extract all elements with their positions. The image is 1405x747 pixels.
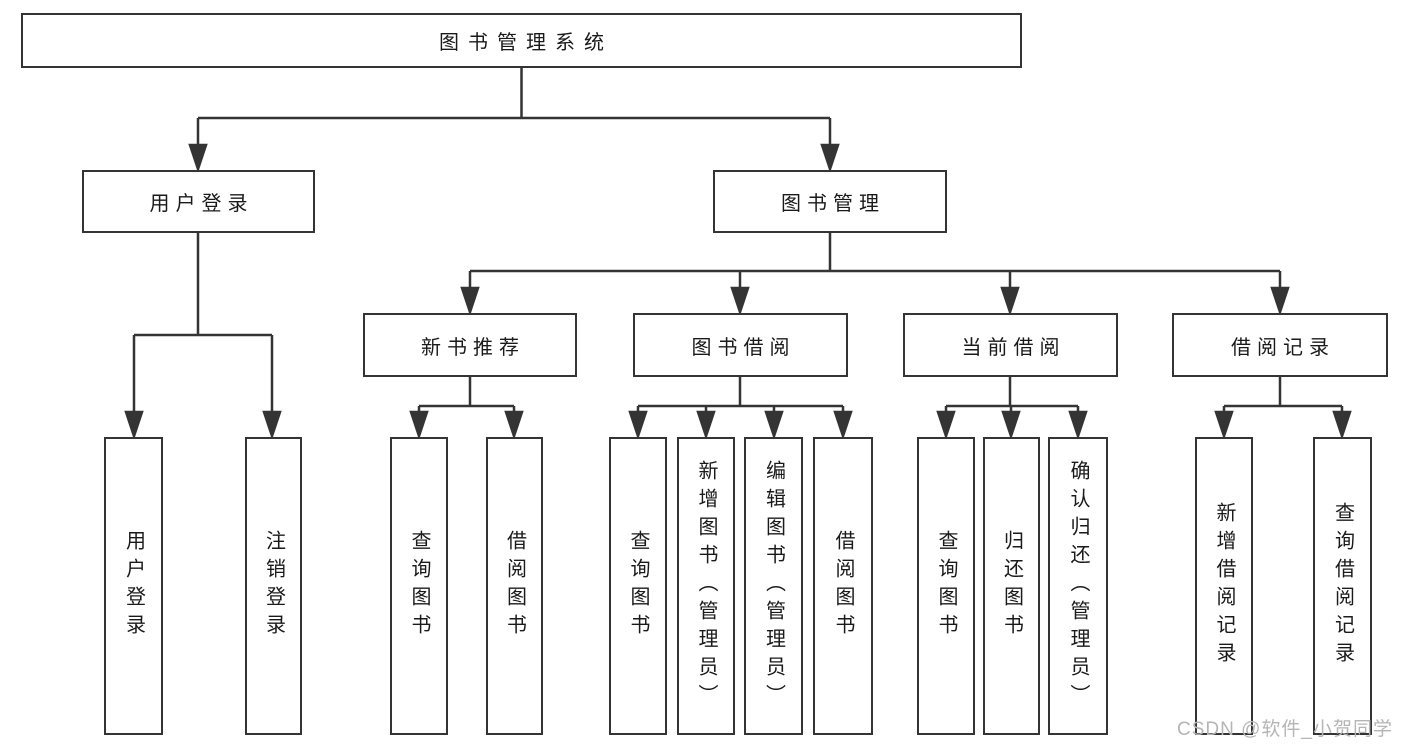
node-book-management-label: 图书管理 bbox=[781, 193, 885, 215]
leaf-return-books-label: 归还图书 bbox=[1000, 530, 1023, 642]
leaf-user-login: 用户登录 bbox=[104, 437, 163, 735]
node-borrow-records-label: 借阅记录 bbox=[1231, 336, 1335, 359]
leaf-borrow-query-books: 查询图书 bbox=[609, 437, 667, 735]
leaf-recommend-borrow-books-label: 借阅图书 bbox=[503, 530, 526, 642]
csdn-watermark: CSDN @软件_小贺同学 bbox=[1177, 719, 1393, 740]
leaf-logout: 注销登录 bbox=[245, 437, 302, 735]
connector-login-to-leaves bbox=[124, 233, 282, 440]
node-current-borrow: 当前借阅 bbox=[903, 313, 1118, 377]
node-book-management: 图书管理 bbox=[713, 170, 947, 233]
leaf-edit-books-admin-label: 编辑图书（管理员） bbox=[762, 460, 785, 712]
node-root-label: 图书管理系统 bbox=[439, 32, 613, 54]
leaf-user-login-label: 用户登录 bbox=[122, 530, 145, 642]
leaf-borrow-books-label: 借阅图书 bbox=[832, 530, 854, 642]
connector-management-to-level3 bbox=[460, 233, 1290, 316]
leaf-current-query-books: 查询图书 bbox=[917, 437, 975, 735]
leaf-recommend-query-books: 查询图书 bbox=[390, 437, 448, 735]
leaf-edit-books-admin: 编辑图书（管理员） bbox=[744, 437, 803, 735]
leaf-return-books: 归还图书 bbox=[983, 437, 1040, 735]
leaf-borrow-query-books-label: 查询图书 bbox=[627, 530, 649, 642]
connector-recommend-to-leaves bbox=[409, 377, 524, 440]
connector-root-to-level2 bbox=[188, 68, 840, 173]
leaf-borrow-books: 借阅图书 bbox=[813, 437, 873, 735]
leaf-recommend-borrow-books: 借阅图书 bbox=[486, 437, 543, 735]
leaf-query-borrow-record: 查询借阅记录 bbox=[1313, 437, 1372, 735]
node-user-login: 用户登录 bbox=[82, 170, 315, 233]
node-new-book-recommend: 新书推荐 bbox=[363, 313, 577, 377]
node-book-borrow-label: 图书借阅 bbox=[691, 336, 796, 359]
node-borrow-records: 借阅记录 bbox=[1172, 313, 1388, 377]
leaf-current-query-books-label: 查询图书 bbox=[935, 530, 957, 642]
leaf-query-borrow-record-label: 查询借阅记录 bbox=[1331, 502, 1354, 670]
leaf-recommend-query-books-label: 查询图书 bbox=[408, 530, 430, 642]
leaf-confirm-return-admin-label: 确认归还（管理员） bbox=[1067, 460, 1089, 712]
node-current-borrow-label: 当前借阅 bbox=[961, 336, 1066, 359]
leaf-add-borrow-record-label: 新增借阅记录 bbox=[1213, 502, 1235, 670]
node-new-book-recommend-label: 新书推荐 bbox=[421, 336, 525, 359]
node-root: 图书管理系统 bbox=[21, 13, 1022, 68]
leaf-add-books-admin: 新增图书（管理员） bbox=[677, 437, 735, 735]
node-user-login-label: 用户登录 bbox=[149, 193, 254, 215]
node-book-borrow: 图书借阅 bbox=[633, 313, 848, 377]
connector-current-to-leaves bbox=[936, 377, 1088, 440]
leaf-add-borrow-record: 新增借阅记录 bbox=[1195, 437, 1253, 735]
connector-records-to-leaves bbox=[1214, 377, 1352, 440]
leaf-logout-label: 注销登录 bbox=[262, 530, 285, 642]
leaf-confirm-return-admin: 确认归还（管理员） bbox=[1048, 437, 1108, 735]
leaf-add-books-admin-label: 新增图书（管理员） bbox=[695, 460, 717, 712]
connector-borrow-to-leaves bbox=[628, 377, 853, 440]
